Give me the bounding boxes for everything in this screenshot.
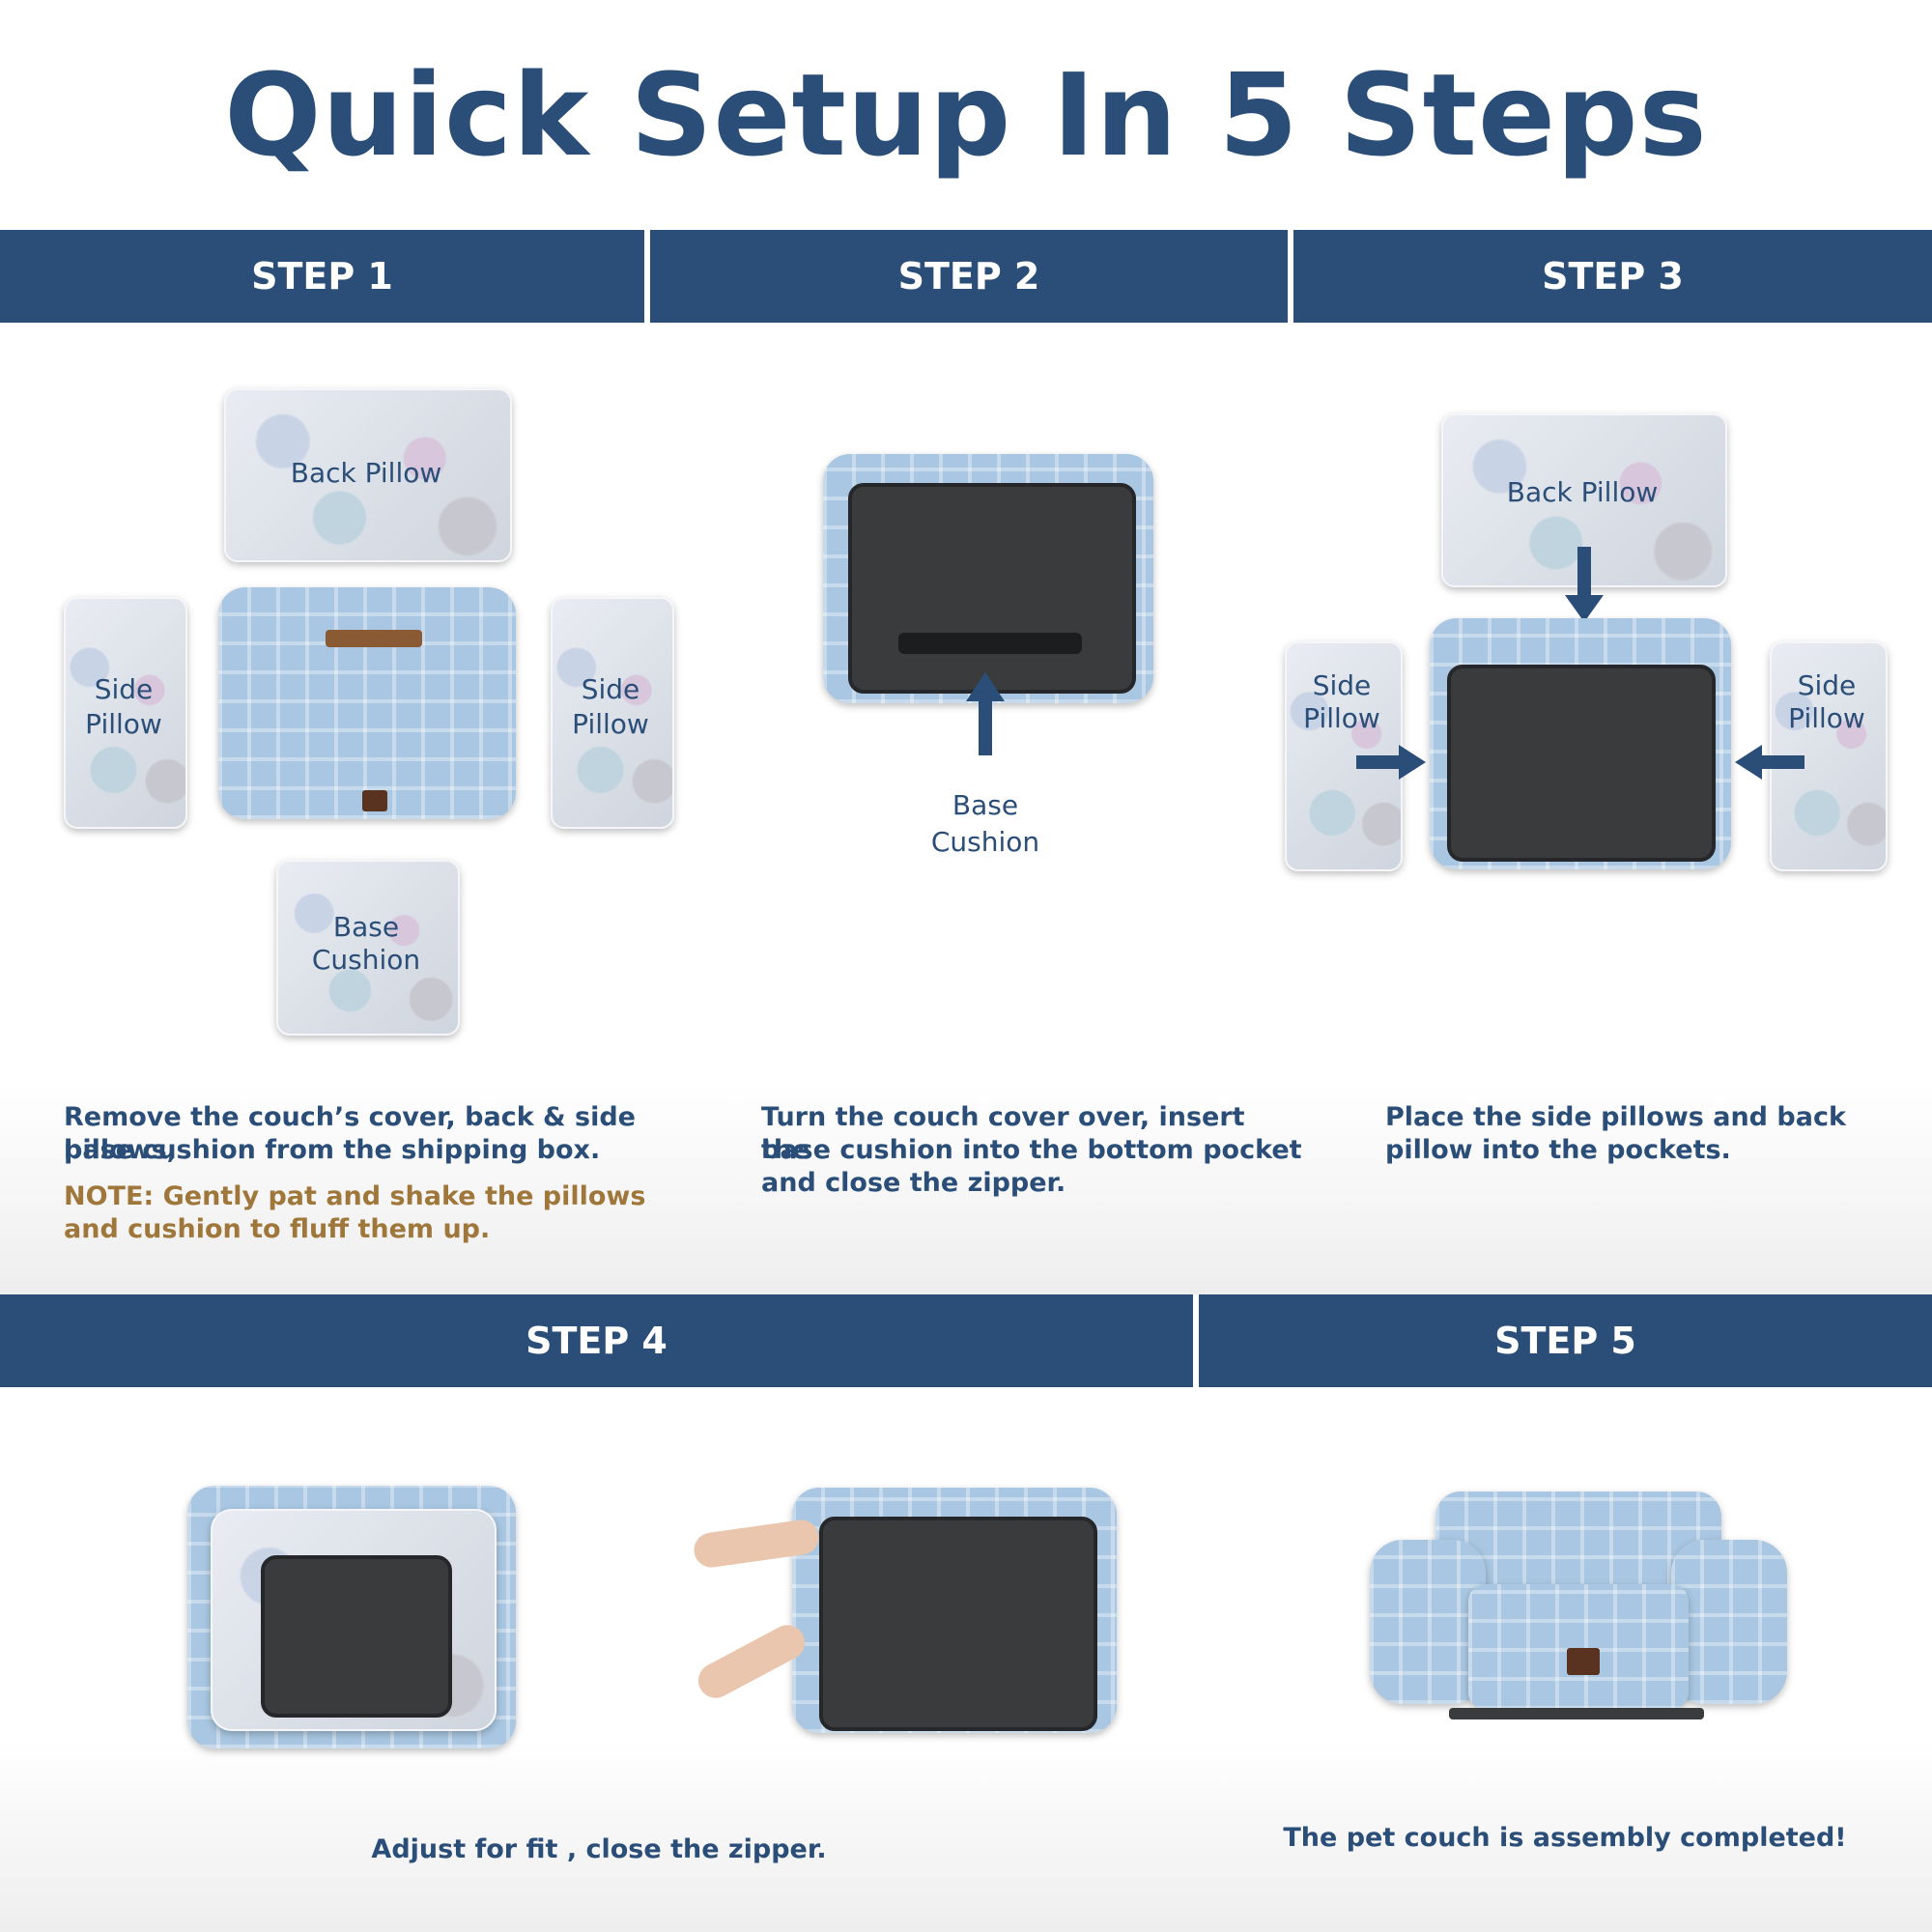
step1-desc-line1: Remove the couch’s cover, back & side pi… <box>64 1102 636 1165</box>
step3-desc-line1: Place the side pillows and back <box>1385 1102 1846 1132</box>
step-1-header: STEP 1 <box>0 230 644 323</box>
brand-tag <box>362 790 387 811</box>
step3-back-pillow-label: Back Pillow <box>1506 476 1659 508</box>
step2-desc-line3: and close the zipper. <box>761 1168 1066 1198</box>
step2-desc-line1: Turn the couch cover over, insert the <box>761 1102 1245 1165</box>
step1-note-line2: and cushion to fluff them up. <box>64 1214 491 1244</box>
step3-desc-line2: pillow into the pockets. <box>1385 1135 1731 1165</box>
step3-right-side-label-1: Side <box>1797 669 1857 701</box>
step3-left-side-label-2: Pillow <box>1303 702 1380 734</box>
up-arrow-icon <box>966 672 1005 755</box>
step2-desc-line2: base cushion into the bottom pocket <box>761 1135 1302 1165</box>
step1-base-label-2: Cushion <box>311 944 421 976</box>
step1-back-pillow-label: Back Pillow <box>290 457 442 489</box>
couch-left-arm <box>1370 1540 1486 1704</box>
step-4-header: STEP 4 <box>0 1294 1193 1387</box>
back-pillow-image <box>224 388 512 562</box>
zipper-opening <box>898 633 1082 654</box>
step2-base-label-1: Base <box>952 789 1019 821</box>
step-5-header: STEP 5 <box>1199 1294 1932 1387</box>
step-2-header: STEP 2 <box>650 230 1288 323</box>
bottom-pocket <box>848 483 1136 694</box>
step1-desc-line2: base cushion from the shipping box. <box>64 1135 601 1165</box>
step3-right-side-label-2: Pillow <box>1788 702 1865 734</box>
page-title: Quick Setup In 5 Steps <box>224 48 1708 182</box>
row2-gradient <box>0 1739 1932 1932</box>
left-arrow-icon <box>1735 745 1804 780</box>
step4-inner-cushion <box>261 1555 452 1718</box>
base-cushion-image <box>276 860 460 1036</box>
couch-cover-image <box>218 587 516 819</box>
couch-seat <box>1468 1584 1689 1710</box>
step4-zipping-base <box>819 1517 1097 1731</box>
right-side-pillow-image <box>551 597 674 829</box>
step1-right-side-label-2: Pillow <box>572 708 649 740</box>
row1-gradient <box>0 1082 1932 1294</box>
step1-left-side-label-1: Side <box>94 673 154 705</box>
leather-handle <box>326 630 422 647</box>
step5-desc: The pet couch is assembly completed! <box>1283 1823 1847 1853</box>
couch-brand-tag <box>1567 1648 1600 1675</box>
down-arrow-icon <box>1565 547 1604 622</box>
step-3-header: STEP 3 <box>1293 230 1932 323</box>
couch-right-arm <box>1671 1540 1787 1704</box>
step3-pocket <box>1447 665 1716 862</box>
step1-base-label-1: Base <box>332 911 400 943</box>
step4-desc: Adjust for fit , close the zipper. <box>371 1834 827 1864</box>
step3-left-side-label-1: Side <box>1312 669 1372 701</box>
left-side-pillow-image <box>64 597 187 829</box>
right-arrow-icon <box>1356 745 1426 780</box>
step1-left-side-label-2: Pillow <box>85 708 162 740</box>
step1-note-line1: NOTE: Gently pat and shake the pillows <box>64 1181 646 1211</box>
step2-base-label-2: Cushion <box>930 826 1040 858</box>
step1-right-side-label-1: Side <box>581 673 640 705</box>
couch-base <box>1449 1708 1704 1719</box>
